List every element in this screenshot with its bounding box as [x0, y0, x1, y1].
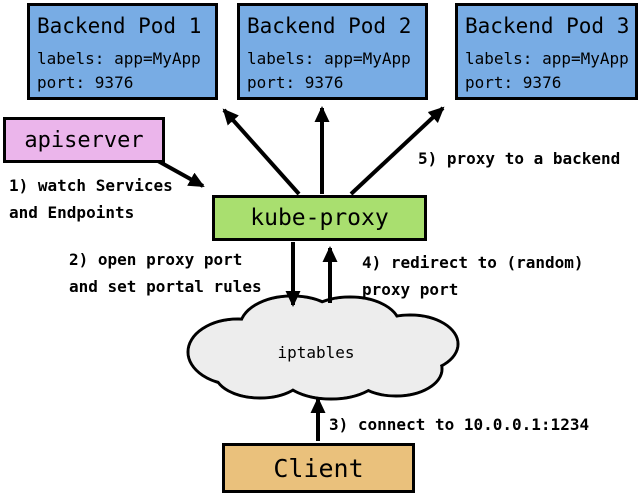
annotation-step3-line1: 3) connect to 10.0.0.1:1234	[329, 415, 590, 434]
annotation-step4: 4) redirect to (random) proxy port	[362, 249, 584, 303]
pod-port: port: 9376	[247, 73, 344, 92]
pod-labels: labels: app=MyApp	[247, 49, 411, 68]
annotation-step2: 2) open proxy port and set portal rules	[69, 246, 262, 300]
backend-pod-2-box: Backend Pod 2 labels: app=MyApp port: 93…	[237, 3, 428, 100]
pod-title: Backend Pod 2	[247, 14, 412, 38]
arrow-kubeproxy-to-pod1	[222, 108, 301, 196]
annotation-step1-line1: 1) watch Services	[9, 176, 173, 195]
annotation-step2-line2: and set portal rules	[69, 277, 262, 296]
pod-title: Backend Pod 3	[465, 14, 630, 38]
annotation-step5: 5) proxy to a backend	[418, 145, 620, 172]
backend-pod-3-box: Backend Pod 3 labels: app=MyApp port: 93…	[455, 3, 638, 100]
pod-labels: labels: app=MyApp	[465, 49, 629, 68]
kube-proxy-box: kube-proxy	[212, 195, 427, 241]
annotation-step4-line1: 4) redirect to (random)	[362, 253, 584, 272]
client-box: Client	[222, 443, 415, 493]
apiserver-box: apiserver	[3, 117, 165, 163]
pod-port: port: 9376	[465, 73, 562, 92]
annotation-step2-line1: 2) open proxy port	[69, 250, 243, 269]
backend-pod-1-box: Backend Pod 1 labels: app=MyApp port: 93…	[27, 3, 218, 100]
pod-labels: labels: app=MyApp	[37, 49, 201, 68]
annotation-step1: 1) watch Services and Endpoints	[9, 172, 173, 226]
annotation-step5-line1: 5) proxy to a backend	[418, 149, 621, 168]
annotation-step3: 3) connect to 10.0.0.1:1234	[329, 411, 589, 438]
pod-title: Backend Pod 1	[37, 14, 202, 38]
annotation-step4-line2: proxy port	[362, 280, 459, 299]
pod-port: port: 9376	[37, 73, 134, 92]
annotation-step1-line2: and Endpoints	[9, 203, 135, 222]
iptables-cloud-label: iptables	[277, 343, 355, 362]
